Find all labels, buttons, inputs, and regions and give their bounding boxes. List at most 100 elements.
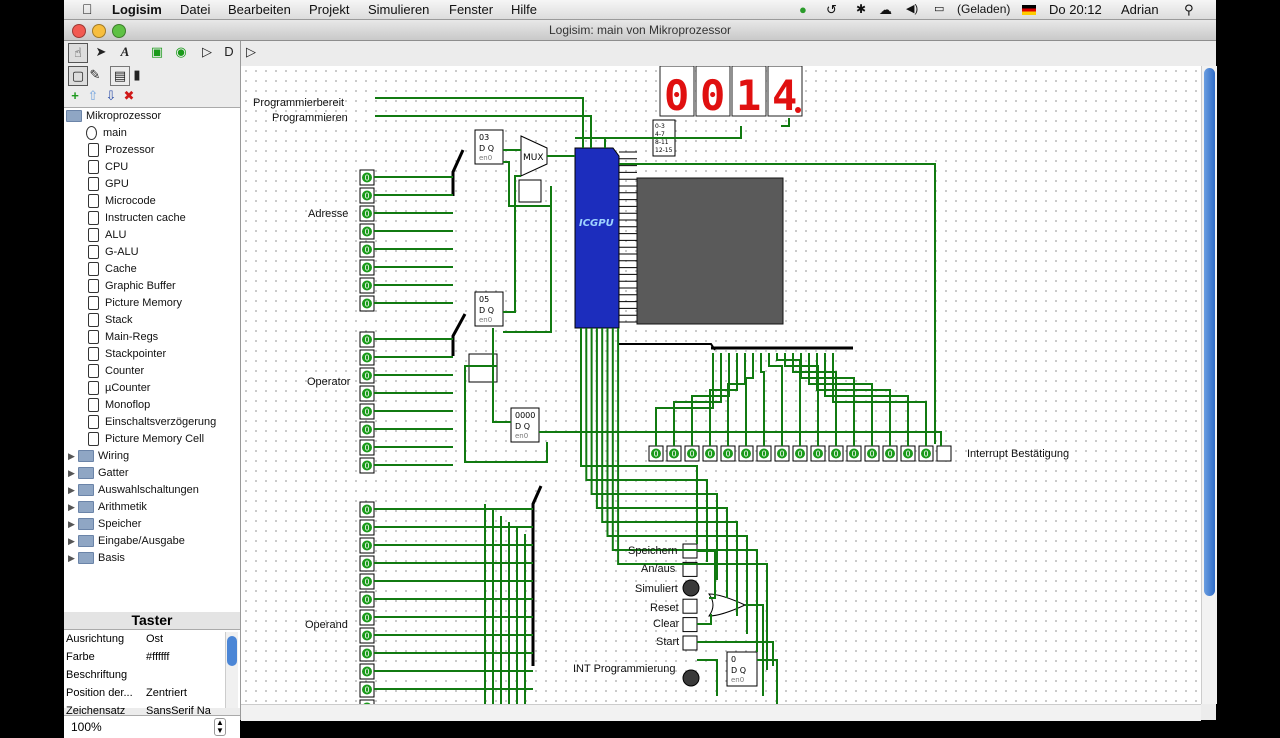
tree-circuit-item[interactable]: Monoflop [88, 397, 150, 414]
expand-arrow-icon[interactable]: ▶ [68, 485, 75, 495]
menu-datei[interactable]: Datei [180, 2, 211, 17]
horizontal-scrollbar[interactable] [241, 704, 1201, 721]
attribute-pane-icon[interactable]: ▮ [133, 67, 141, 82]
menu-bearbeiten[interactable]: Bearbeiten [228, 2, 291, 17]
tree-circuit-item[interactable]: Graphic Buffer [88, 278, 176, 295]
status-check-icon[interactable]: ● [799, 2, 807, 17]
tree-circuit-item[interactable]: Picture Memory Cell [88, 431, 204, 448]
zoom-stepper-icon[interactable]: ▲▼ [214, 718, 226, 736]
expand-arrow-icon[interactable]: ▶ [68, 519, 75, 529]
tree-circuit-item[interactable]: ALU [88, 227, 126, 244]
move-up-icon[interactable]: ⇧ [87, 88, 99, 103]
appearance-view-icon[interactable]: ✎ [89, 67, 101, 82]
zoom-control[interactable]: 100% ▲▼ [64, 715, 240, 738]
tree-library-item[interactable]: ▶Wiring [68, 448, 129, 465]
time-machine-icon[interactable]: ↺ [826, 2, 837, 17]
move-down-icon[interactable]: ⇩ [105, 88, 117, 103]
expand-arrow-icon[interactable]: ▶ [68, 553, 75, 563]
tree-library-item[interactable]: ▶Auswahlschaltungen [68, 482, 199, 499]
bus [451, 313, 467, 356]
tree-circuit-item[interactable]: G-ALU [88, 244, 139, 261]
tree-library-item[interactable]: ▶Arithmetik [68, 499, 147, 516]
flag-icon[interactable] [1022, 5, 1036, 15]
battery-icon[interactable]: ▭ [934, 3, 945, 15]
attribute-value[interactable]: #ffffff [146, 651, 170, 663]
attribute-scrollbar[interactable] [225, 632, 238, 708]
tree-circuit-item[interactable]: GPU [88, 176, 129, 193]
pin-state-dot [362, 558, 372, 569]
tree-library-item[interactable]: ▶Basis [68, 550, 125, 567]
text-tool-icon[interactable]: A [120, 44, 130, 59]
explorer-pane-icon[interactable]: ▤ [110, 66, 130, 86]
expand-arrow-icon[interactable]: ▶ [68, 451, 75, 461]
menubar-clock[interactable]: Do 20:12 [1049, 2, 1102, 17]
tree-circuit-item[interactable]: Microcode [88, 193, 156, 210]
tree-library-item[interactable]: ▶Eingabe/Ausgabe [68, 533, 185, 550]
input-pin[interactable] [359, 699, 375, 704]
layout-view-icon[interactable]: ▢ [68, 66, 88, 86]
expand-arrow-icon[interactable]: ▶ [68, 502, 75, 512]
or-gate-icon[interactable]: ▷ [246, 44, 256, 59]
zoom-button[interactable] [112, 24, 126, 38]
poke-tool-icon[interactable]: ☝ [68, 43, 88, 63]
tree-circuit-item[interactable]: Main-Regs [88, 329, 158, 346]
vertical-scrollbar[interactable] [1201, 66, 1217, 704]
spotlight-icon[interactable]: ⚲ [1184, 2, 1194, 17]
delete-circuit-icon[interactable]: ✖ [123, 88, 135, 103]
tree-circuit-item[interactable]: Prozessor [88, 142, 155, 159]
select-tool-icon[interactable]: ➤ [95, 44, 107, 59]
menu-projekt[interactable]: Projekt [309, 2, 350, 17]
tree-circuit-item[interactable]: CPU [88, 159, 128, 176]
tree-circuit-main[interactable]: main [86, 125, 127, 142]
bluetooth-icon[interactable]: ✱ [856, 2, 867, 16]
wifi-icon[interactable]: ☁ [879, 2, 892, 17]
interrupt-ack-button[interactable] [936, 445, 952, 462]
tree-circuit-item[interactable]: Counter [88, 363, 144, 380]
tree-circuit-item[interactable]: µCounter [88, 380, 150, 397]
input-pin-icon[interactable]: ▣ [150, 44, 164, 59]
control-button[interactable] [682, 617, 698, 633]
tree-circuit-item[interactable]: Einschaltsverzögerung [88, 414, 216, 431]
add-circuit-icon[interactable]: + [71, 88, 79, 103]
menu-simulieren[interactable]: Simulieren [368, 2, 430, 17]
tree-root[interactable]: Mikroprozessor [66, 108, 161, 125]
menu-hilfe[interactable]: Hilfe [511, 2, 538, 17]
menu-fenster[interactable]: Fenster [449, 2, 494, 17]
circuit-canvas[interactable]: 000000000000000000000000000000003D Qen00… [241, 66, 1201, 704]
and-gate-icon[interactable]: D [224, 44, 234, 59]
expand-arrow-icon[interactable]: ▶ [68, 536, 75, 546]
label-programmierbereit: Programmierbereit [253, 97, 345, 109]
attribute-row[interactable]: Farbe#ffffff [66, 649, 226, 666]
tree-circuit-item[interactable]: Picture Memory [88, 295, 182, 312]
tree-circuit-item[interactable]: Cache [88, 261, 137, 278]
tree-library-item[interactable]: ▶Speicher [68, 516, 141, 533]
close-button[interactable] [72, 24, 86, 38]
wire [792, 353, 837, 446]
pin-state-dot [362, 576, 372, 587]
minimize-button[interactable] [92, 24, 106, 38]
attribute-value[interactable]: SansSerif Na [146, 705, 211, 717]
expand-arrow-icon[interactable]: ▶ [68, 468, 75, 478]
control-button[interactable] [682, 598, 698, 614]
volume-icon[interactable]: ◀) [906, 3, 919, 15]
control-button[interactable] [682, 635, 698, 651]
not-gate-icon[interactable]: ▷ [202, 44, 212, 59]
tree-circuit-item[interactable]: Instructen cache [88, 210, 186, 227]
app-menu[interactable]: Logisim [112, 2, 162, 17]
attribute-value[interactable]: Zentriert [146, 687, 187, 699]
output-pin-icon[interactable]: ◉ [175, 44, 187, 59]
battery-status[interactable]: (Geladen) [957, 2, 1011, 16]
menubar-user[interactable]: Adrian [1121, 2, 1159, 17]
circuit-svg[interactable]: 000000000000000000000000000000003D Qen00… [241, 66, 1201, 704]
attribute-value[interactable]: Ost [146, 633, 164, 645]
tree-circuit-item[interactable]: Stack [88, 312, 133, 329]
control-button[interactable] [682, 561, 698, 577]
attribute-row[interactable]: Beschriftung [66, 667, 226, 684]
tree-library-item[interactable]: ▶Gatter [68, 465, 129, 482]
apple-icon[interactable]:  [82, 1, 93, 17]
tree-circuit-item[interactable]: Stackpointer [88, 346, 166, 363]
attribute-row[interactable]: Position der...Zentriert [66, 685, 226, 702]
vertical-scroll-thumb[interactable] [1204, 68, 1215, 596]
